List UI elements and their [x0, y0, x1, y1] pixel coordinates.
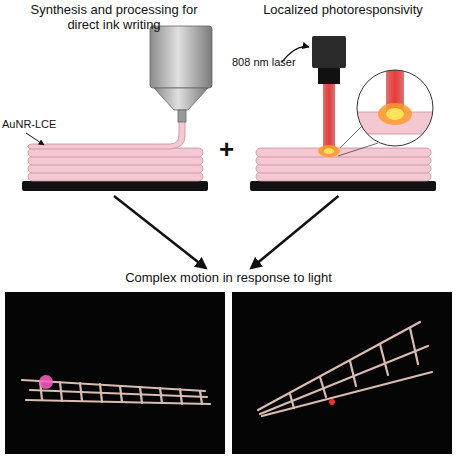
panel-heading: Complex motion in response to light — [9, 270, 449, 285]
laser-beam — [323, 84, 335, 150]
robot-rungs — [40, 381, 202, 404]
callout-label: 808 nm laser — [232, 56, 296, 68]
panel: Localized photoresponsivity — [229, 0, 457, 196]
photo-frame — [232, 292, 452, 454]
callout-label: AuNR-LCE — [2, 118, 56, 130]
printed-strand — [256, 148, 431, 157]
zoom-line — [340, 126, 362, 148]
print-bed — [22, 181, 208, 191]
print-bed — [250, 181, 436, 191]
laser-dot — [329, 399, 335, 405]
panel: Complex motion in response to light — [0, 268, 457, 457]
laser-body — [312, 36, 346, 68]
heated-spot — [318, 145, 340, 157]
zoomed-heat — [378, 103, 412, 125]
zoom-outline — [357, 70, 433, 146]
nozzle-cone — [154, 88, 208, 110]
laser-glow — [39, 375, 53, 389]
heated-spot-core — [324, 148, 334, 154]
zoomed-heat-core — [386, 108, 404, 120]
photo-frame — [5, 292, 225, 454]
robot-rail — [262, 372, 432, 416]
robot-rungs — [290, 328, 418, 408]
zoom-line — [338, 143, 378, 156]
nozzle-body — [150, 26, 212, 88]
panel: Synthesis and processing for direct ink … — [0, 0, 228, 196]
leader-arrow — [26, 133, 44, 145]
panel-heading: Synthesis and processing for direct ink … — [27, 2, 202, 32]
laser-lens — [318, 68, 340, 84]
plus-sign: + — [219, 134, 234, 165]
panel-heading: Localized photoresponsivity — [233, 2, 453, 17]
nozzle-tip — [178, 110, 186, 122]
flow-arrow — [114, 196, 206, 268]
flow-arrow — [251, 196, 338, 268]
